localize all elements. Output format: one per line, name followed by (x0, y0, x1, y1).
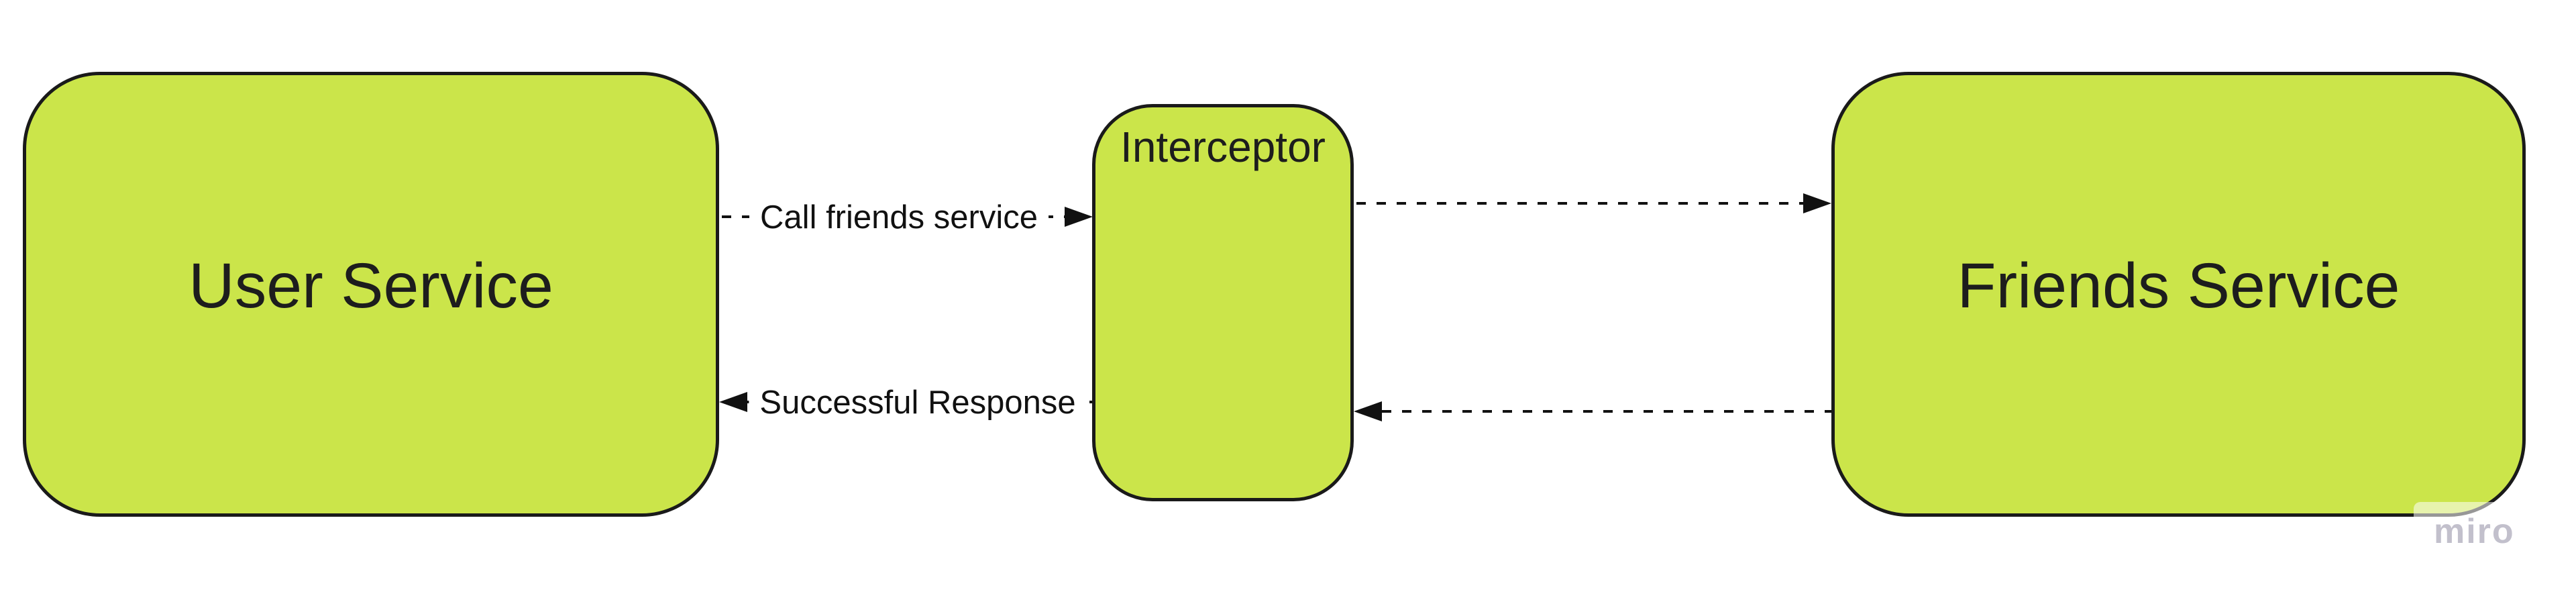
connector-successful-response-label[interactable]: Successful Response (749, 383, 1087, 423)
connector-return-from-friends-line[interactable] (1382, 410, 1831, 413)
connector-forward-to-friends-line[interactable] (1356, 202, 1805, 205)
node-user-service[interactable]: User Service (23, 72, 719, 517)
node-interceptor[interactable]: Interceptor (1092, 104, 1354, 501)
arrowhead-right-icon (1065, 207, 1093, 227)
node-friends-service-label: Friends Service (1957, 250, 2400, 321)
miro-watermark-background (2414, 502, 2558, 579)
node-interceptor-label: Interceptor (1120, 123, 1326, 171)
arrowhead-right-icon (1803, 193, 1831, 213)
arrowhead-left-icon (719, 392, 747, 412)
node-friends-service[interactable]: Friends Service (1831, 72, 2526, 517)
node-user-service-label: User Service (189, 250, 553, 321)
miro-logo: miro (2434, 512, 2515, 551)
connector-call-friends-service-label[interactable]: Call friends service (749, 197, 1049, 238)
arrowhead-left-icon (1354, 401, 1382, 421)
